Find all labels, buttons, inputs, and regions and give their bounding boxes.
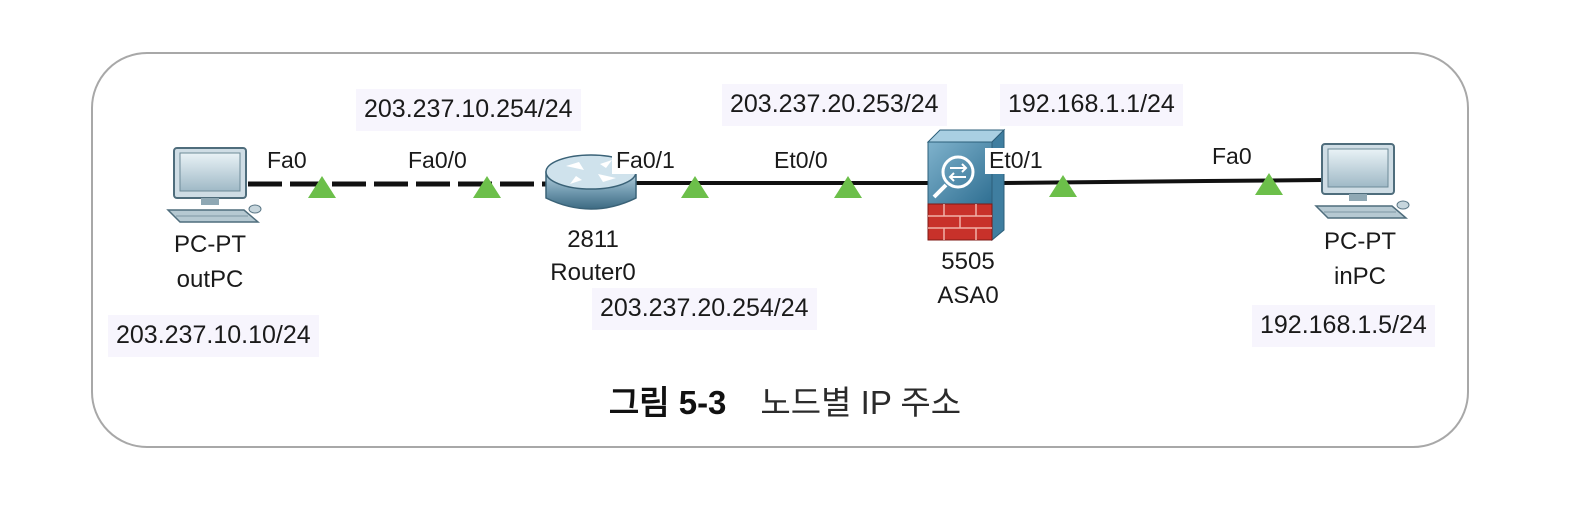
port-marker-asa-et0-0 [834,176,862,198]
asa-port-et0-1: Et0/1 [985,148,1047,174]
router-port-fa0-0: Fa0/0 [404,148,471,174]
figure-frame [91,52,1469,448]
figure-caption: 그림 5-3 노드별 IP 주소 [0,386,1570,419]
port-marker-asa-et0-1 [1049,175,1077,197]
inpc-model-label: PC-PT [1324,228,1396,255]
outpc-ip-label: 203.237.10.10/24 [108,315,319,357]
asa-model-label: 5505 [941,248,995,275]
port-marker-inpc-fa0 [1255,173,1283,195]
router-fa0-0-ip-label: 203.237.10.254/24 [356,89,581,131]
asa-firewall-icon [926,128,1006,242]
router-port-fa0-1: Fa0/1 [612,148,679,174]
link-asa-inpc [1003,179,1207,185]
port-marker-router-fa0-0 [473,176,501,198]
inpc-port-fa0: Fa0 [1208,144,1256,170]
router-fa0-1-ip-label: 203.237.20.254/24 [592,288,817,330]
inpc-name-label: inPC [1333,263,1387,290]
link-asa-inpc-segment [1205,178,1323,183]
inpc-ip-label: 192.168.1.5/24 [1252,305,1435,347]
port-marker-outpc-fa0 [308,176,336,198]
figure-number: 그림 5-3 [608,384,727,421]
router-model-label: 2811 [567,226,619,253]
inpc-pc-icon [1314,143,1410,219]
asa-port-et0-0: Et0/0 [770,148,832,174]
figure-title: 노드별 IP 주소 [760,384,962,421]
outpc-port-fa0: Fa0 [263,148,311,174]
router-name-label: Router0 [550,259,636,286]
outpc-name-label: outPC [176,266,244,293]
asa-name-label: ASA0 [937,282,999,309]
asa-et0-1-ip-label: 192.168.1.1/24 [1000,84,1183,126]
asa-et0-0-ip-label: 203.237.20.253/24 [722,84,947,126]
port-marker-router-fa0-1 [681,176,709,198]
outpc-pc-icon [166,147,262,223]
outpc-model-label: PC-PT [174,231,246,258]
